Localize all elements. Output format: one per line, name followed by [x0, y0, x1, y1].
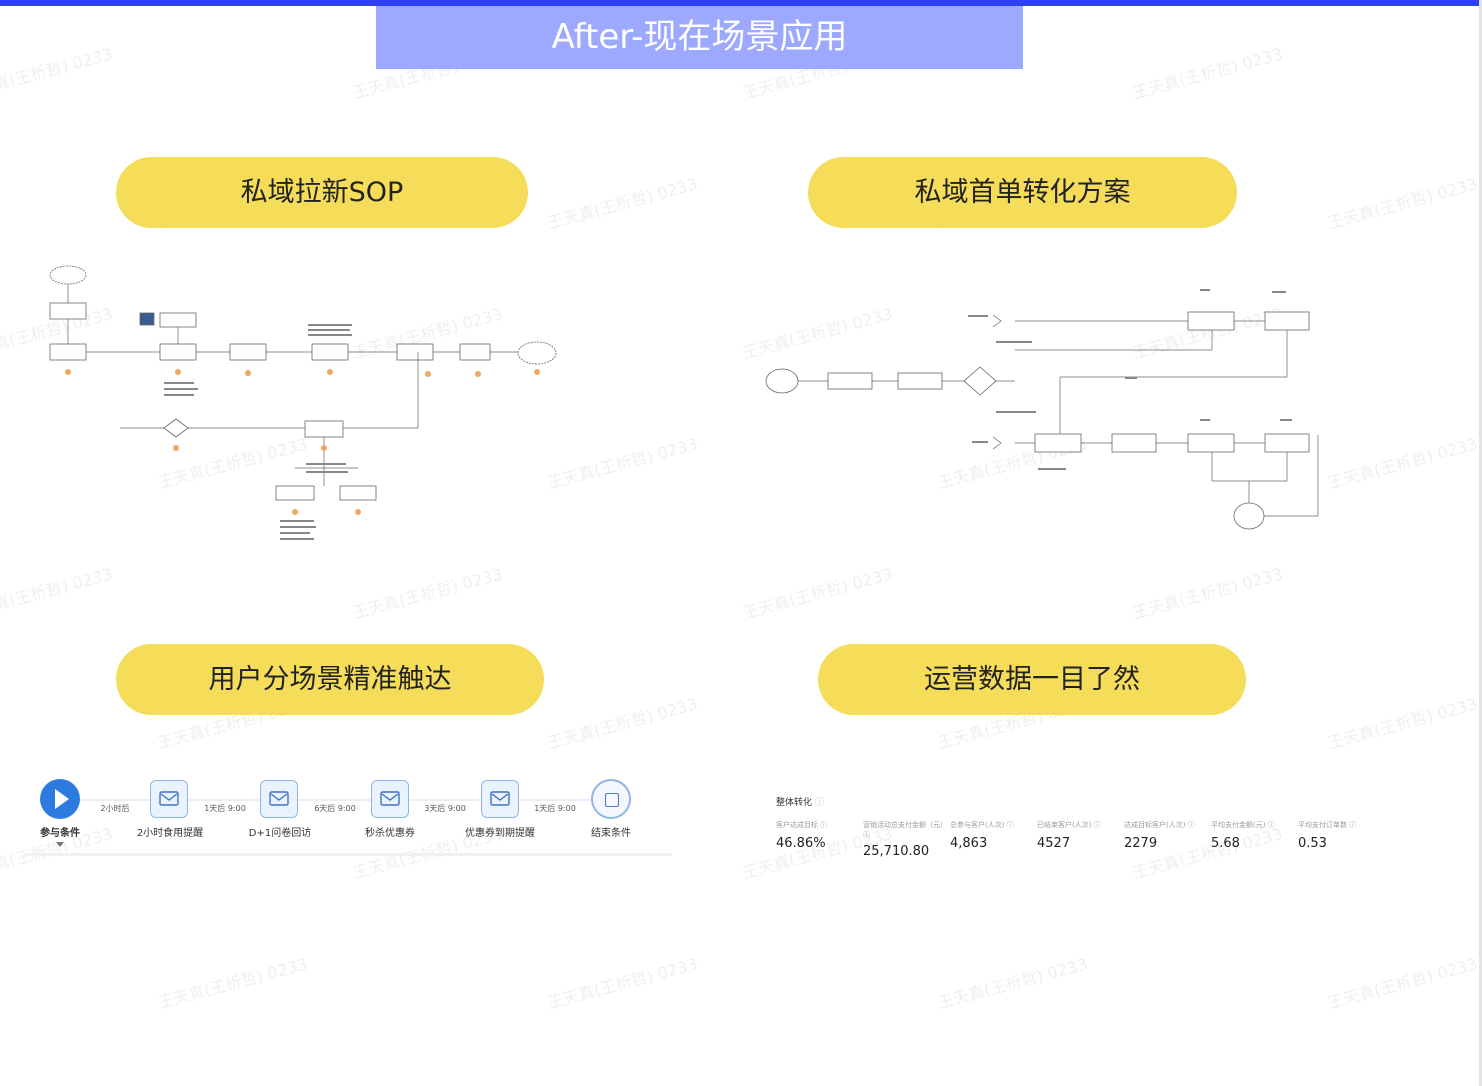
watermark-text: 王天真(王析哲) 0233	[935, 954, 1090, 1013]
stats-title: 整体转化	[776, 795, 824, 808]
journey-label-step-2: D+1问卷回访	[248, 828, 312, 839]
pill-operations-data: 运营数据一目了然	[818, 644, 1246, 715]
journey-track	[60, 799, 632, 801]
watermark-text: 王天真(王析哲) 0233	[0, 44, 115, 103]
stat-finished-customers: 已结束客户(人次) ⓘ 4527	[1037, 821, 1101, 851]
overall-conversion-stats: 整体转化 客户达成目标 ⓘ 46.86% 营销活动总支付金额（元）ⓘ 25,71…	[770, 790, 1390, 900]
watermark-text: 王天真(王析哲) 0233	[545, 954, 700, 1013]
customer-journey: 参与条件 2小时食用提醒 D+1问卷回访 秒杀优惠券 优惠券到期提醒 结束条件 …	[24, 775, 672, 859]
watermark-text: 王天真(王析哲) 0233	[1325, 174, 1480, 233]
watermark-text: 王天真(王析哲) 0233	[155, 954, 310, 1013]
watermark-text: 王天真(王析哲) 0233	[350, 564, 505, 623]
message-step-1[interactable]	[150, 780, 188, 818]
watermark-text: 王天真(王析哲) 0233	[1325, 954, 1480, 1013]
watermark-text: 王天真(王析哲) 0233	[545, 694, 700, 753]
journey-delay-2: 1天后 9:00	[204, 804, 246, 813]
stat-total-participants: 总参与客户(人次) ⓘ 4,863	[950, 821, 1014, 851]
watermark-text: 王天真(王析哲) 0233	[1325, 434, 1480, 493]
stat-avg-orders: 平均支付订单数 ⓘ 0.53	[1298, 821, 1357, 851]
journey-delay-1: 2小时后	[100, 804, 130, 813]
pill-private-acquisition-sop: 私域拉新SOP	[116, 157, 528, 228]
message-step-4[interactable]	[481, 780, 519, 818]
mail-icon	[380, 791, 400, 806]
stat-goal-rate: 客户达成目标 ⓘ 46.86%	[776, 821, 828, 851]
pill-first-order-conversion: 私域首单转化方案	[808, 157, 1237, 228]
journey-divider	[24, 853, 672, 856]
right-edge-line	[1479, 0, 1482, 1086]
watermark-text: 王天真(王析哲) 0233	[1130, 564, 1285, 623]
watermark-text: 王天真(王析哲) 0233	[1130, 44, 1285, 103]
journey-delay-3: 6天后 9:00	[314, 804, 356, 813]
journey-label-exit: 结束条件	[591, 828, 631, 839]
top-accent-bar	[0, 0, 1482, 6]
watermark-text: 王天真(王析哲) 0233	[740, 564, 895, 623]
chevron-down-icon[interactable]	[56, 842, 64, 847]
slide-title: After-现在场景应用	[376, 6, 1023, 69]
conversion-flowchart	[765, 289, 1319, 530]
pill-scenario-targeting: 用户分场景精准触达	[116, 644, 544, 715]
play-start-icon[interactable]	[40, 779, 80, 819]
end-square-icon[interactable]	[591, 779, 631, 819]
journey-delay-4: 3天后 9:00	[424, 804, 466, 813]
watermark-text: 王天真(王析哲) 0233	[0, 564, 115, 623]
watermark-text: 王天真(王析哲) 0233	[1325, 694, 1480, 753]
mail-icon	[490, 791, 510, 806]
journey-label-step-1: 2小时食用提醒	[136, 828, 204, 839]
message-step-2[interactable]	[260, 780, 298, 818]
mail-icon	[159, 791, 179, 806]
stat-goal-customers: 达成目标客户(人次) ⓘ 2279	[1124, 821, 1195, 851]
message-step-3[interactable]	[371, 780, 409, 818]
stat-avg-payment: 平均支付金额(元) ⓘ 5.68	[1211, 821, 1275, 851]
watermark-text: 王天真(王析哲) 0233	[545, 174, 700, 233]
journey-delay-5: 1天后 9:00	[534, 804, 576, 813]
stat-total-payment: 营销活动总支付金额（元）ⓘ 25,710.80	[863, 821, 947, 859]
sop-flowchart-body	[49, 265, 557, 540]
mail-icon	[269, 791, 289, 806]
journey-label-entry: 参与条件	[40, 828, 80, 839]
journey-label-step-3: 秒杀优惠券	[365, 828, 415, 839]
journey-label-step-4: 优惠券到期提醒	[465, 828, 535, 839]
